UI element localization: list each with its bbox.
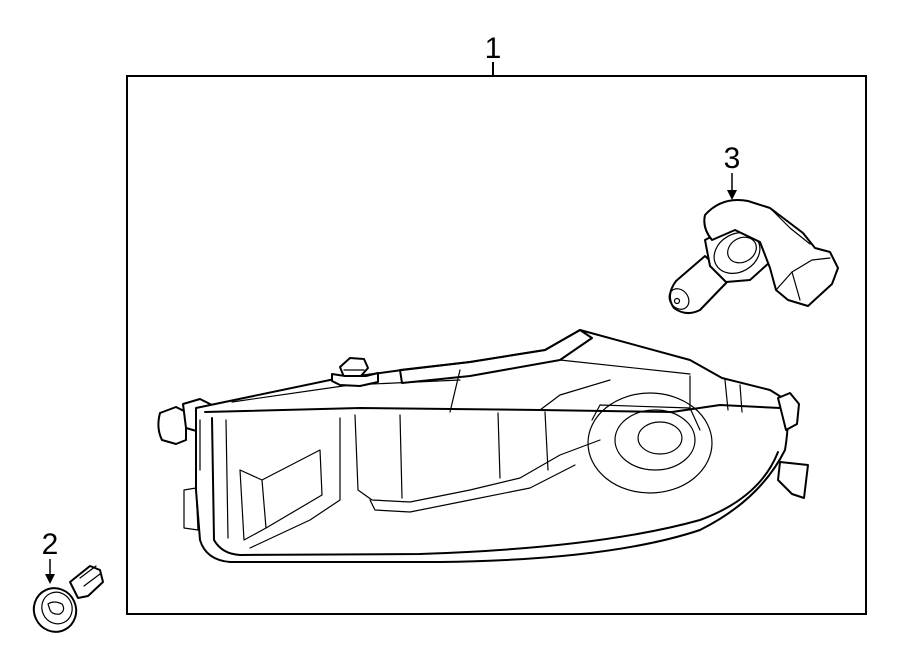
callout-3-label: 3 — [724, 142, 741, 175]
callout-1-label: 1 — [485, 32, 502, 65]
callout-2-label: 2 — [42, 528, 59, 561]
callout-3-arrowhead — [727, 190, 737, 200]
callout-2-arrowhead — [45, 574, 55, 584]
fog-lamp-bulb — [668, 199, 839, 314]
assembly-frame — [126, 75, 867, 615]
mounting-screw — [32, 565, 104, 633]
fog-lamp-housing — [157, 329, 809, 563]
